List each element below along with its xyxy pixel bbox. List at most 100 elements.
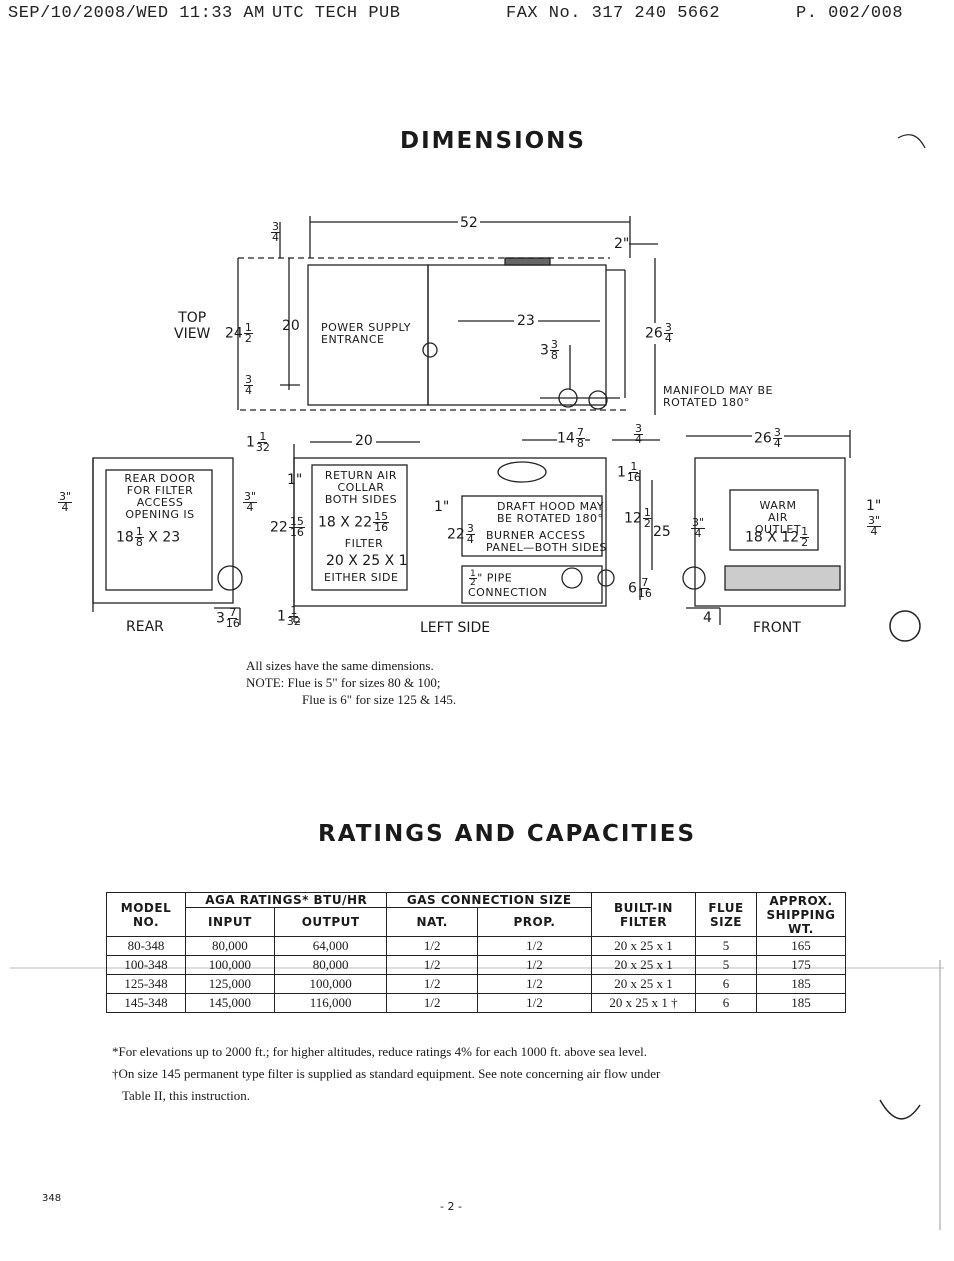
dimension-notes: All sizes have the same dimensions. NOTE… <box>246 657 456 708</box>
cell-input: 80,000 <box>185 936 275 956</box>
cell-weight: 185 <box>756 993 846 1013</box>
cell-model: 145-348 <box>106 993 186 1013</box>
page-number: - 2 - <box>440 1200 462 1213</box>
left-dim-25: 25 <box>653 524 671 540</box>
footnote-filter: †On size 145 permanent type filter is su… <box>112 1066 661 1081</box>
footnote-elevation: *For elevations up to 2000 ft.; for high… <box>112 1044 648 1059</box>
note-line-2: NOTE: Flue is 5" for sizes 80 & 100; <box>246 675 441 690</box>
warm-air-label: WARM AIR OUTLET <box>754 499 802 536</box>
cell-filter: 20 x 25 x 1 <box>591 974 696 994</box>
cell-filter: 20 x 25 x 1 † <box>591 993 696 1013</box>
left-dim-20: 20 <box>352 433 376 449</box>
dim-2-inch: 2" <box>614 236 630 252</box>
filter-label: FILTER <box>344 537 384 550</box>
dimensions-title: DIMENSIONS <box>400 128 586 154</box>
dim-23: 23 <box>514 313 538 329</box>
col-model: MODEL NO. <box>106 892 186 937</box>
cell-input: 145,000 <box>185 993 275 1013</box>
filter-either-side: EITHER SIDE <box>324 571 399 584</box>
filter-size: 20 X 25 X 1 <box>326 553 408 569</box>
cell-output: 64,000 <box>273 936 388 956</box>
note-line-3: Flue is 6" for size 125 & 145. <box>302 692 457 707</box>
cell-weight: 165 <box>756 936 846 956</box>
ratings-table: MODEL NO. AGA RATINGS* BTU/HR GAS CONNEC… <box>106 892 846 1013</box>
cell-model: 80-348 <box>106 936 186 956</box>
cell-input: 100,000 <box>185 955 275 975</box>
cell-nat: 1/2 <box>386 936 478 956</box>
burner-access-label: BURNER ACCESS PANEL—BOTH SIDES <box>486 529 607 554</box>
power-supply-label: POWER SUPPLY ENTRANCE <box>321 321 411 346</box>
left-dim-1-inch-top: 1" <box>287 472 303 488</box>
fax-number: FAX No. 317 240 5662 <box>506 4 721 23</box>
footnote-filter-cont: Table II, this instruction. <box>122 1088 250 1103</box>
col-prop: PROP. <box>476 907 593 937</box>
table-row: 100-348 100,000 80,000 1/2 1/2 20 x 25 x… <box>106 955 846 975</box>
fax-datetime: SEP/10/2008/WED 11:33 AM <box>8 4 265 23</box>
left-dim-1-inch-mid: 1" <box>434 499 450 515</box>
cell-prop: 1/2 <box>476 936 593 956</box>
col-shipping-wt: APPROX. SHIPPING WT. <box>756 892 846 937</box>
front-dim-4: 4 <box>703 610 712 626</box>
col-aga-ratings: AGA RATINGS* BTU/HR <box>184 892 388 908</box>
cell-output: 80,000 <box>273 955 388 975</box>
cell-model: 100-348 <box>106 955 186 975</box>
cell-output: 116,000 <box>273 993 388 1013</box>
manifold-label: MANIFOLD MAY BE ROTATED 180° <box>663 384 773 409</box>
cell-nat: 1/2 <box>386 993 478 1013</box>
model-ref: 348 <box>42 1193 62 1204</box>
front-view-cabinet <box>694 457 846 607</box>
power-supply-knockout <box>422 342 438 358</box>
left-side-label: LEFT SIDE <box>420 620 491 636</box>
cell-flue: 6 <box>695 993 757 1013</box>
cell-nat: 1/2 <box>386 974 478 994</box>
front-dim-3-right: 3"4 <box>867 514 882 538</box>
front-dim-3-left: 3"4 <box>691 516 706 540</box>
cell-weight: 185 <box>756 974 846 994</box>
cell-weight: 175 <box>756 955 846 975</box>
front-view-label: FRONT <box>753 620 801 636</box>
front-dim-1-inch: 1" <box>866 498 882 514</box>
rear-dim-3-left: 3"4 <box>58 490 73 514</box>
col-built-in-filter: BUILT-IN FILTER <box>591 892 696 937</box>
cell-flue: 5 <box>695 955 757 975</box>
cell-model: 125-348 <box>106 974 186 994</box>
table-row: 80-348 80,000 64,000 1/2 1/2 20 x 25 x 1… <box>106 936 846 956</box>
rear-view-label: REAR <box>126 619 164 635</box>
cell-flue: 6 <box>695 974 757 994</box>
col-gas-connection: GAS CONNECTION SIZE <box>386 892 592 908</box>
note-line-1: All sizes have the same dimensions. <box>246 658 434 673</box>
fax-page: P. 002/008 <box>796 4 904 23</box>
col-output: OUTPUT <box>273 907 388 937</box>
rear-door-label: REAR DOOR FOR FILTER ACCESS OPENING IS <box>124 472 196 521</box>
rear-dim-3-right: 3"4 <box>243 490 258 514</box>
dim-52: 52 <box>458 215 480 231</box>
cell-filter: 20 x 25 x 1 <box>591 936 696 956</box>
cell-input: 125,000 <box>185 974 275 994</box>
table-row: 145-348 145,000 116,000 1/2 1/2 20 x 25 … <box>106 993 846 1013</box>
ratings-title: RATINGS AND CAPACITIES <box>318 821 697 847</box>
cell-flue: 5 <box>695 936 757 956</box>
top-view-label: TOP VIEW <box>174 310 211 342</box>
cell-nat: 1/2 <box>386 955 478 975</box>
col-nat: NAT. <box>386 907 478 937</box>
